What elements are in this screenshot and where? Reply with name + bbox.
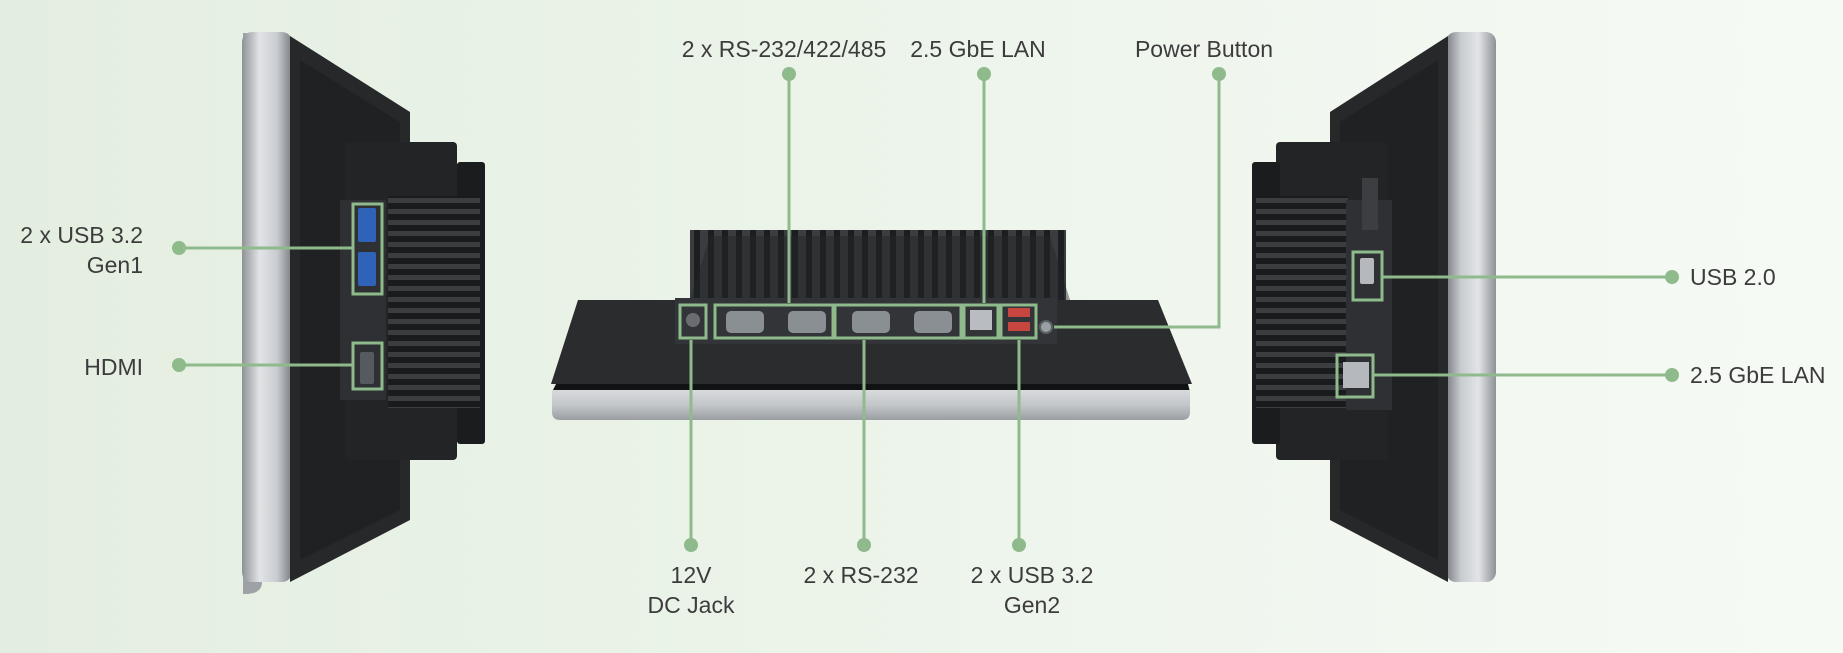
label-lan-top-text: 2.5 GbE LAN — [910, 36, 1046, 62]
leader-dot-rs-top — [782, 67, 796, 81]
label-usb20-text: USB 2.0 — [1690, 264, 1776, 290]
label-usb-gen2-line2: Gen2 — [1003, 592, 1061, 618]
label-usb-gen1-line1: 2 x USB 3.2 — [20, 222, 143, 248]
com-port-1-icon — [726, 311, 764, 333]
usb-gen2-highlight — [999, 303, 1038, 340]
usb-gen2-port-1-icon — [1008, 308, 1030, 317]
leader-dot-usb-gen1 — [172, 241, 186, 255]
com-port-2-icon — [788, 311, 826, 333]
lan-center-highlight — [962, 303, 1000, 340]
label-power-text: Power Button — [1134, 36, 1274, 62]
hdmi-port-icon — [360, 352, 374, 384]
label-usb-gen2-line1: 2 x USB 3.2 — [970, 562, 1094, 588]
rs232-highlight — [833, 303, 963, 340]
label-lan-top: 2.5 GbE LAN — [910, 34, 1046, 64]
label-rs232: 2 x RS-232 — [803, 560, 918, 590]
power-button-icon — [1039, 320, 1053, 334]
left-side-view — [242, 32, 485, 594]
label-hdmi-text: HDMI — [84, 354, 143, 380]
leader-dot-power — [1212, 67, 1226, 81]
com-port-4-icon — [914, 311, 952, 333]
usb20-port-icon — [1360, 258, 1374, 284]
label-rs-232-422-485: 2 x RS-232/422/485 — [682, 34, 887, 64]
lan-port-center-icon — [970, 310, 992, 330]
center-front-bezel — [552, 390, 1190, 420]
leader-lines — [172, 67, 1679, 552]
leader-dot-usb-gen2 — [1012, 538, 1026, 552]
vent-grille-icon — [1362, 178, 1378, 230]
usb-port-1-icon — [358, 208, 376, 242]
label-power-button: Power Button — [1135, 34, 1273, 64]
right-bezel — [1446, 32, 1496, 582]
leader-dot-hdmi — [172, 358, 186, 372]
leader-dot-usb20 — [1665, 270, 1679, 284]
label-rs-top-text: 2 x RS-232/422/485 — [681, 36, 887, 62]
dc-jack-icon — [686, 313, 700, 327]
leader-power — [1054, 74, 1221, 329]
label-usb20: USB 2.0 — [1690, 262, 1776, 292]
leader-dot-dc-jack — [684, 538, 698, 552]
label-dc-jack-line2: DC Jack — [647, 592, 735, 618]
center-heatsink-shade — [690, 236, 1070, 300]
label-dc-jack-line1: 12V — [670, 562, 712, 588]
usb-port-2-icon — [358, 252, 376, 286]
usb-gen2-port-2-icon — [1008, 322, 1030, 331]
label-lan-right: 2.5 GbE LAN — [1690, 360, 1826, 390]
left-bezel — [242, 32, 292, 582]
label-usb-gen1-line2: Gen1 — [86, 252, 143, 278]
right-heatsink-fins — [1256, 196, 1348, 408]
lan-port-right-icon — [1343, 362, 1369, 388]
label-rs232-text: 2 x RS-232 — [803, 562, 919, 588]
leader-dot-rs232 — [857, 538, 871, 552]
com-port-3-icon — [852, 311, 890, 333]
label-dc-jack: 12V DC Jack — [648, 560, 735, 620]
center-heatsink-fins — [690, 230, 1066, 300]
label-lan-right-text: 2.5 GbE LAN — [1690, 362, 1826, 388]
leader-dot-lan-right — [1665, 368, 1679, 382]
leader-dot-lan-top — [977, 67, 991, 81]
rs485-highlight — [713, 303, 835, 340]
right-side-view — [1252, 32, 1496, 582]
label-usb-gen1: 2 x USB 3.2 Gen1 — [20, 220, 143, 280]
label-usb-gen2: 2 x USB 3.2 Gen2 — [971, 560, 1094, 620]
label-hdmi: HDMI — [84, 352, 143, 382]
dc-jack-highlight — [678, 303, 708, 340]
left-heatsink-fins — [388, 196, 480, 408]
center-bottom-view — [551, 230, 1192, 420]
